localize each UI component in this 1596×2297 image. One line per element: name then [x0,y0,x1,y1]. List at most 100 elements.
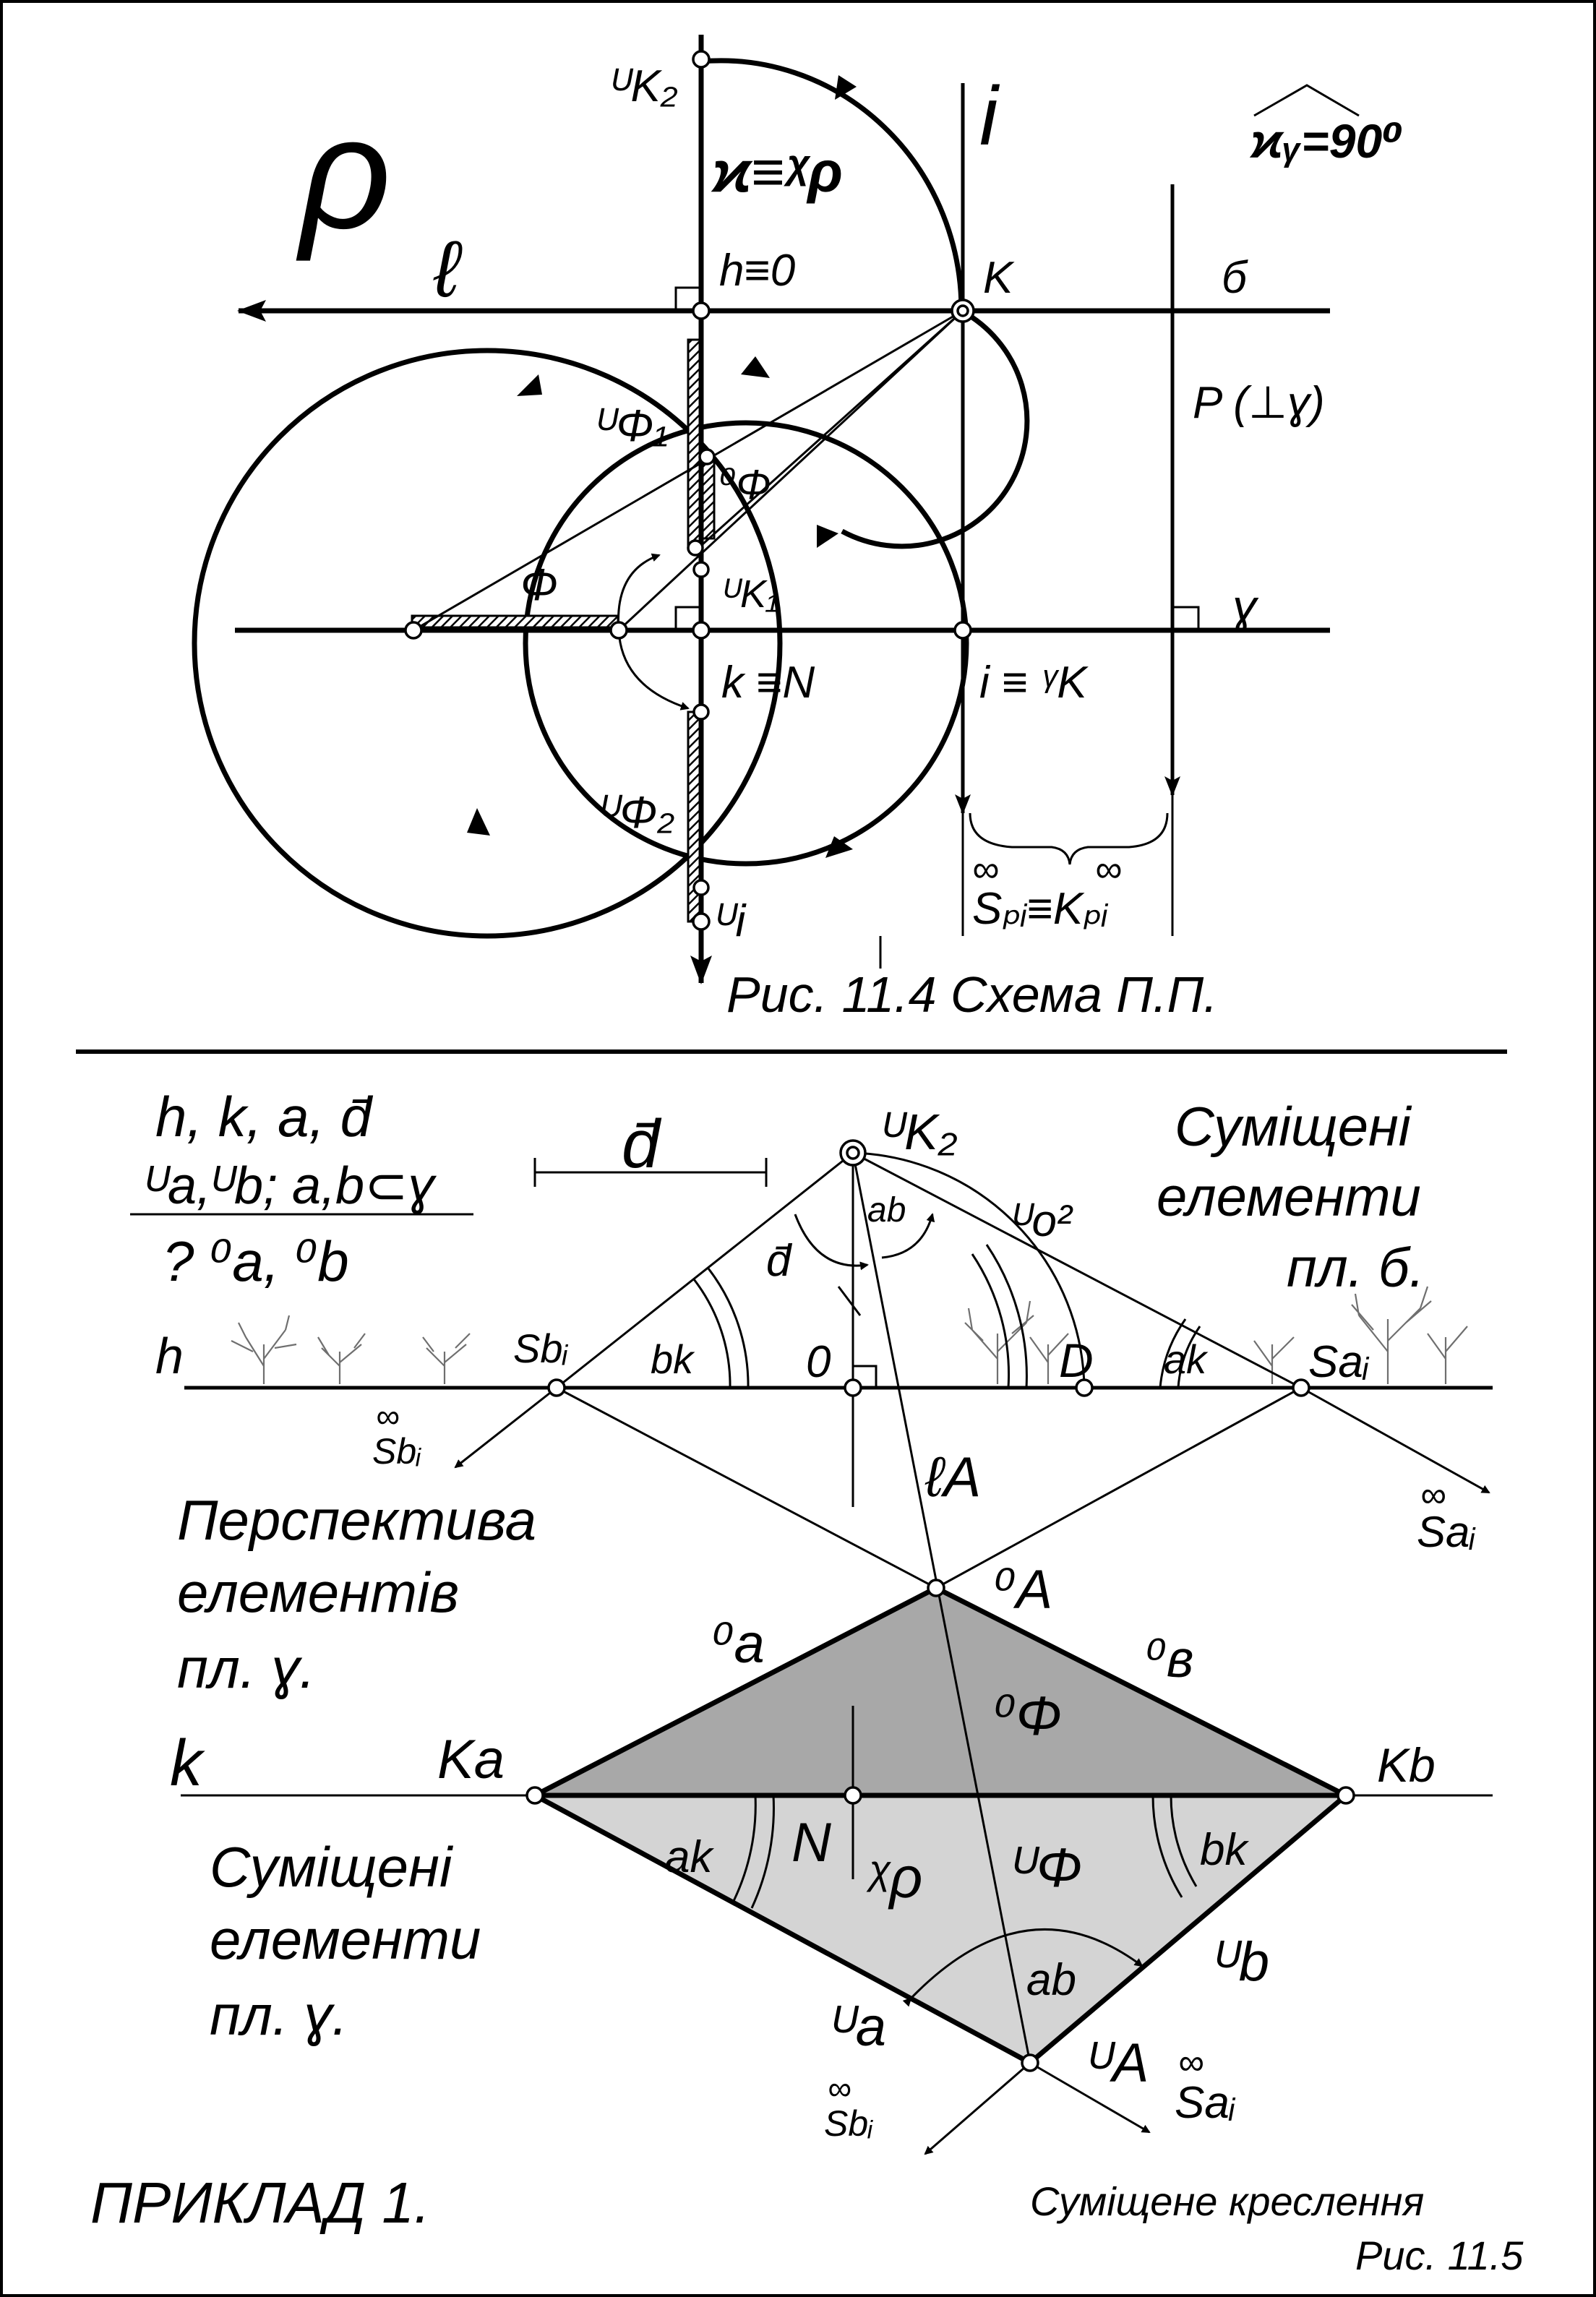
ray-lA [851,1152,1031,2064]
rotate-arrow-up [617,553,661,631]
angle-o2-inner [971,1244,1028,1388]
label-l: ℓ [433,225,463,314]
edge-0b [935,1585,1347,1798]
label-iK: i ≡ ᵞK [979,658,1089,708]
angle-bk-top [692,1268,750,1388]
angle-hat [1253,84,1360,117]
angle-ak-bottom [732,1795,775,1909]
right-angle-gamma [674,606,701,630]
point-phi2-end [692,879,710,896]
point-A0 [927,1579,945,1597]
label-zero: 0 [806,1337,831,1387]
label-N: N [791,1812,831,1873]
label-kN: k ≡N [721,658,815,708]
label-lA: ℓA [924,1445,981,1508]
construct-line-2 [617,309,964,632]
label-gamma: ɣ [1232,580,1259,633]
label-persp-2: елементів [177,1560,459,1624]
arc-ab-bottom [902,1928,1144,2007]
d-small-leader [837,1286,862,1316]
label-K2: ᵁK₂ [611,61,678,111]
point-k [692,621,711,640]
label-Phi1: ᵁΦ₁ [596,401,668,451]
label-i: i [979,70,1000,163]
arrowhead-1 [517,374,542,396]
label-b: б [1222,253,1248,303]
arc-d-rotation [794,1214,869,1271]
point-D [1075,1378,1094,1397]
label-K2: ᵁK₂ [882,1104,958,1160]
label-Phi-u: ᵁΦ [1012,1837,1082,1899]
point-K1 [692,561,710,578]
point-N [692,703,710,721]
label-h0: h≡0 [719,246,795,296]
point-Kb [1337,1786,1355,1805]
construct-line-3 [694,309,964,552]
label-P: P (⊥ɣ) [1193,378,1325,428]
arrowhead-5 [817,525,838,548]
label-h: h [155,1328,184,1384]
point-Ka [525,1786,544,1805]
point-uA [1021,2053,1039,2072]
label-combined-b-2: елементи [1157,1167,1421,1228]
label-ak-bottom: ak [665,1832,714,1882]
label-kappa-rho: ϰ≡ᵡρ [711,139,843,204]
label-inf-sa-top: ∞ [1420,1474,1446,1515]
point-phi-a [687,539,704,557]
ray-Sa-inf [1300,1386,1490,1494]
hatch-phi [411,614,619,629]
label-Kb: Kb [1377,1738,1436,1792]
figure-11-5: h, k, a, d̄ ᵁa,ᵁb; a,b⊂ɣ ? ⁰a, ⁰b d̄ ᵁK₂… [90,1085,1524,2278]
label-ab-top: ab [867,1191,906,1229]
label-combined-g-3: пл. ɣ. [210,1983,348,2047]
point-K-inner [956,304,969,317]
arc-ab-top [881,1213,935,1259]
brace [969,812,1169,865]
arrowhead-6 [835,75,857,100]
right-angle-P [1172,606,1200,630]
edge-ub [1028,1793,1348,2065]
label-inf-K: ∞ [1095,849,1122,890]
label-persp-1: Перспектива [177,1488,536,1552]
label-ub: ᵁb [1214,1931,1269,1993]
label-Sa-inf-bottom: Saᵢ [1175,2078,1236,2128]
arc-o2 [852,1151,1086,1388]
circle-left [192,348,783,939]
ray-K2-Sa [852,1151,1302,1389]
label-Sa: Saᵢ [1308,1337,1370,1387]
point-0 [844,1378,862,1397]
label-uA: ᵁA [1088,2032,1149,2094]
label-Sb-inf-top: Sbᵢ [372,1431,421,1472]
label-K: K [983,253,1015,303]
label-ua: ᵁa [831,1996,886,2058]
ray-Sb-inf [454,1386,557,1469]
point-iK [953,621,972,640]
label-d-bar: d̄ [622,1106,662,1182]
label-ab-bottom: ab [1026,1955,1076,2005]
label-Phi0: ⁰Φ [719,461,771,508]
trees [231,1286,1468,1384]
label-persp-3: пл. ɣ. [177,1636,315,1700]
label-A0: ⁰A [994,1559,1052,1620]
label-given-3: ? ⁰a, ⁰b [163,1229,349,1293]
point-phi-end [609,621,628,640]
ray-Sa-A0 [935,1386,1302,1589]
point-Sa [1292,1378,1310,1397]
label-combined-b-3: пл. б. [1287,1237,1425,1299]
angle-ak-top [1159,1318,1201,1388]
label-angle: ϰᵧ=90⁰ [1249,114,1403,168]
right-angle-h [674,286,701,311]
edge-ua [533,1792,1031,2066]
point-N [844,1786,862,1805]
point-h0 [692,301,711,320]
ray-uA-Sb [924,2061,1031,2155]
label-combined-b-1: Суміщені [1175,1096,1412,1158]
rotate-arrow-down [617,630,690,710]
label-Sb: Sbᵢ [513,1326,568,1371]
label-Phi2: ᵁΦ₂ [600,788,674,838]
label-rho-big: ρ [296,84,391,262]
arc-top [700,58,1030,549]
arrowhead-3 [825,836,853,858]
